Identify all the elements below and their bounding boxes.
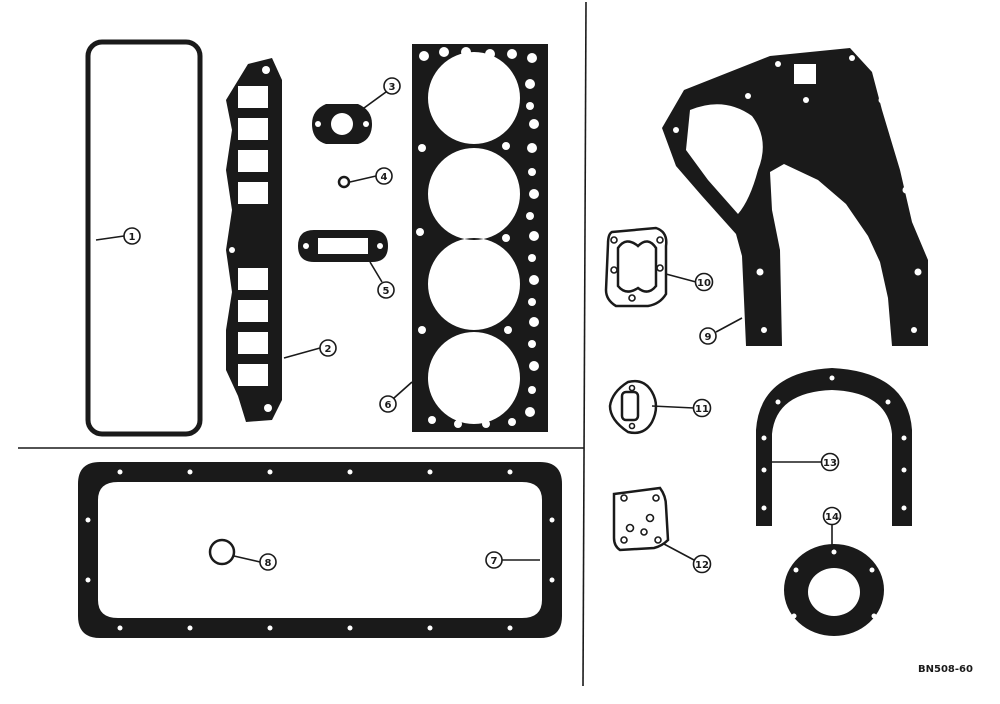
callout-6-label: 6 xyxy=(385,400,392,411)
callout-2: 2 xyxy=(283,339,337,359)
part-4-small-ring-seal xyxy=(337,175,351,189)
callout-8: 8 xyxy=(233,553,277,571)
part-13-rear-main-seal-arch xyxy=(756,368,912,526)
callout-3: 3 xyxy=(363,77,401,109)
callout-1: 1 xyxy=(95,227,141,245)
callout-9-label: 9 xyxy=(705,332,712,343)
callout-4-label: 4 xyxy=(381,172,388,183)
callout-10: 10 xyxy=(665,272,714,292)
callout-14-label: 14 xyxy=(825,512,839,523)
callout-9: 9 xyxy=(699,317,743,345)
callout-13-label: 13 xyxy=(823,458,837,469)
part-9-timing-cover-gasket xyxy=(660,48,928,346)
callout-5: 5 xyxy=(369,261,395,299)
callout-11: 11 xyxy=(651,398,712,418)
callout-10-label: 10 xyxy=(697,278,711,289)
callout-5-label: 5 xyxy=(383,286,390,297)
callout-2-label: 2 xyxy=(325,344,332,355)
part-1-rocker-cover-gasket xyxy=(85,39,203,437)
vertical-divider xyxy=(582,1,587,687)
part-6-cylinder-head-gasket xyxy=(412,44,548,432)
callout-1-label: 1 xyxy=(129,232,136,243)
part-2-manifold-gasket xyxy=(226,58,282,422)
callout-11-label: 11 xyxy=(695,404,709,415)
callout-12: 12 xyxy=(663,543,712,574)
callout-13: 13 xyxy=(772,452,840,472)
part-7-oil-pan-gasket xyxy=(78,462,562,638)
callout-7-label: 7 xyxy=(491,556,498,567)
callout-4: 4 xyxy=(349,167,393,185)
callout-8-label: 8 xyxy=(265,558,272,569)
figure-id-label: BN508-60 xyxy=(918,664,973,675)
callout-14: 14 xyxy=(822,506,842,550)
callout-6: 6 xyxy=(379,381,413,413)
part-11-fuel-pump-gasket xyxy=(608,379,658,435)
part-3-flange-gasket xyxy=(312,104,372,144)
callout-12-label: 12 xyxy=(695,560,709,571)
callout-3-label: 3 xyxy=(389,82,396,93)
callout-7: 7 xyxy=(485,551,540,569)
part-8-drain-plug-washer xyxy=(208,538,236,566)
part-5-rectangular-flange-gasket xyxy=(298,230,388,262)
part-14-crankshaft-seal xyxy=(784,544,884,636)
part-12-cover-plate-gasket xyxy=(612,486,670,552)
part-10-water-pump-gasket xyxy=(604,226,668,308)
